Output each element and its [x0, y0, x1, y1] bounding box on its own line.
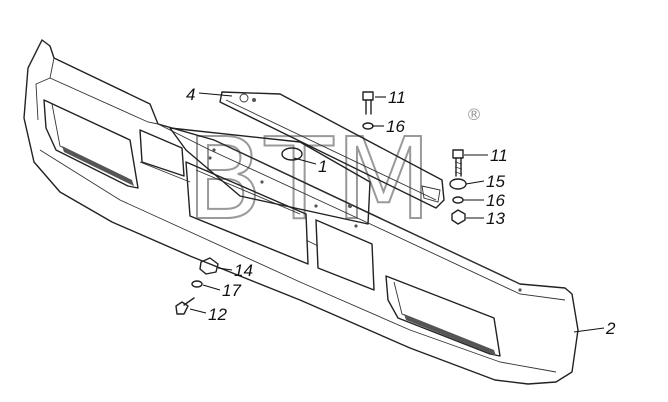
bolt-stack-right — [449, 149, 467, 225]
hardware-lower-left — [175, 257, 219, 315]
callout-16-right: 16 — [486, 191, 505, 210]
callout-2: 2 — [605, 319, 616, 338]
callout-12: 12 — [208, 305, 227, 324]
callout-11-right: 11 — [490, 146, 508, 165]
callout-11-upper: 11 — [388, 88, 406, 107]
center-plate — [169, 127, 371, 225]
callout-1: 1 — [318, 157, 327, 176]
callout-17: 17 — [222, 281, 241, 300]
callout-14: 14 — [234, 261, 253, 280]
bolt-upper — [362, 91, 374, 130]
leader-lines — [189, 92, 605, 333]
mounting-bracket — [219, 91, 445, 209]
watermark-registered-mark: ® — [466, 105, 482, 124]
callout-13: 13 — [486, 209, 505, 228]
callout-labels: 4 1 11 16 11 15 16 13 14 17 12 2 — [186, 85, 616, 338]
bumper-body — [23, 39, 579, 385]
callout-16-upper: 16 — [386, 117, 405, 136]
callout-15: 15 — [486, 172, 505, 191]
callout-4: 4 — [186, 85, 195, 104]
